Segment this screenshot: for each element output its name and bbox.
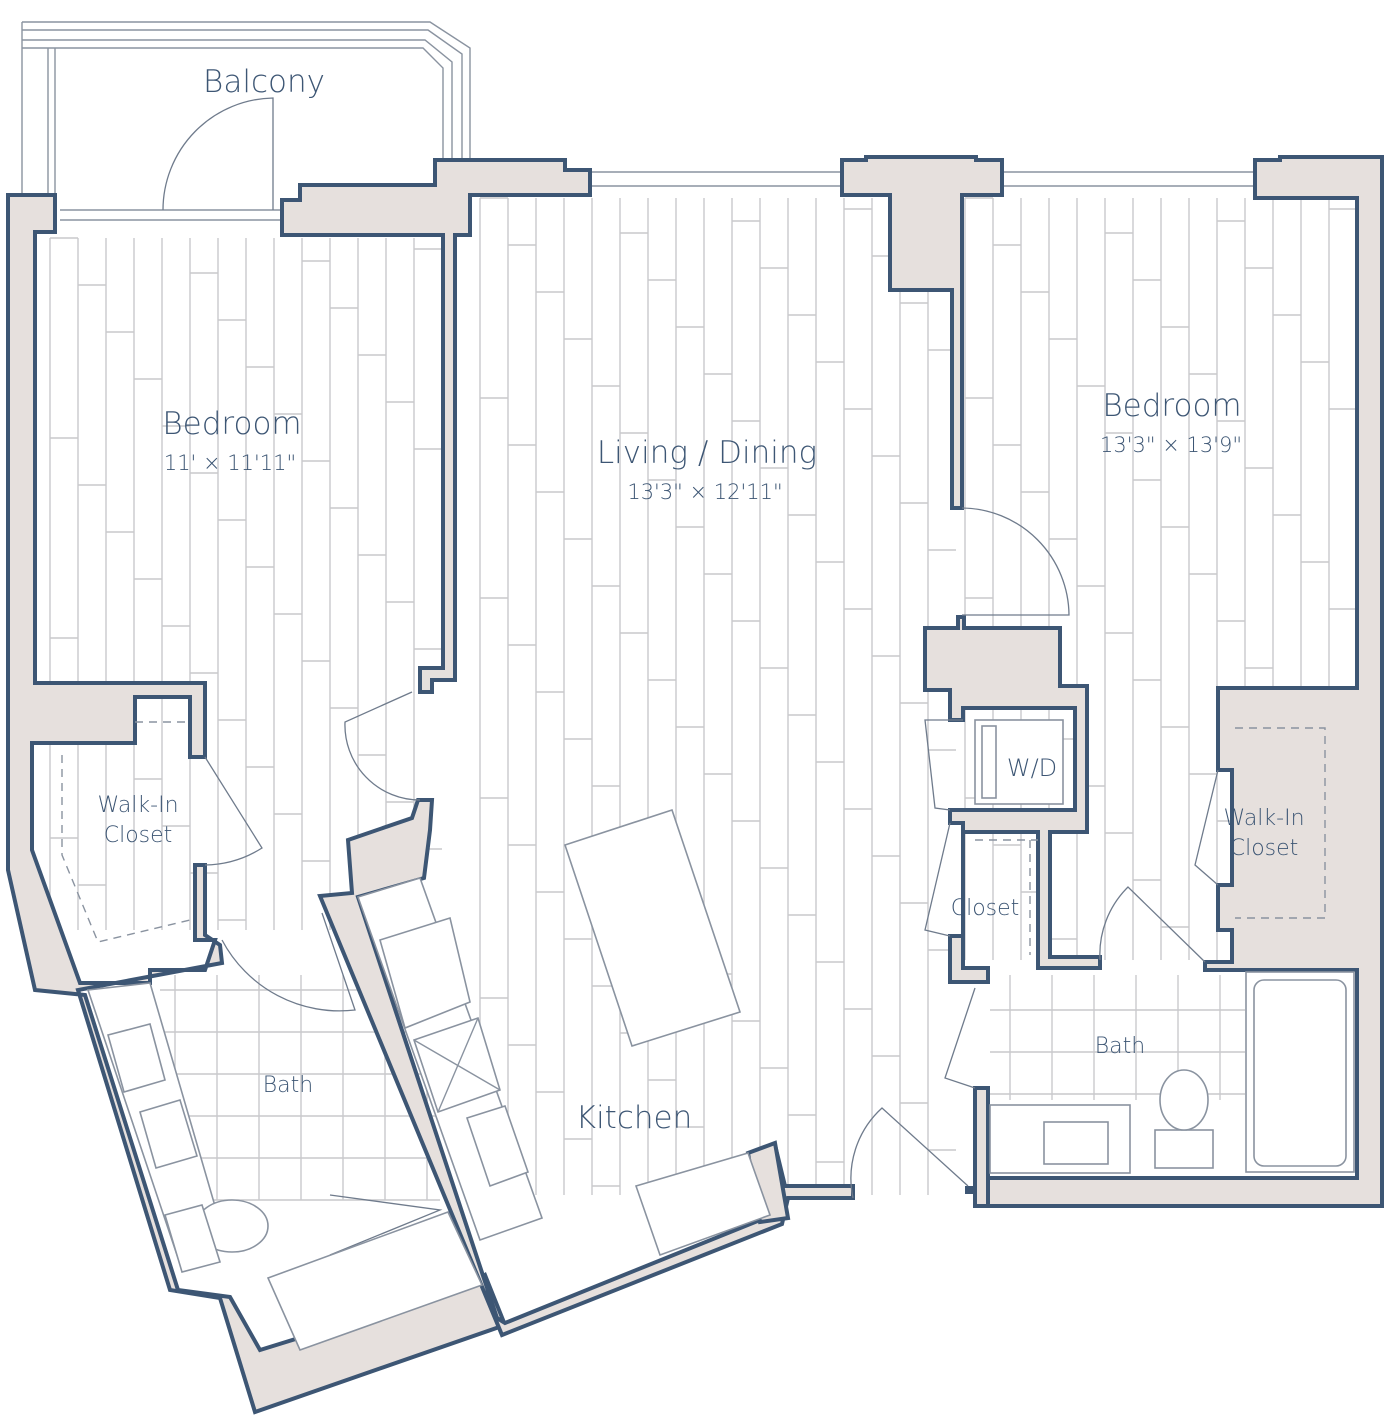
walkin-right-label-1: Walk-In (1223, 806, 1304, 831)
closet-label: Closet (951, 896, 1020, 921)
balcony-label: Balcony (203, 64, 325, 100)
walkin-left-label-2: Closet (104, 823, 173, 848)
kitchen-label: Kitchen (576, 1100, 693, 1136)
bath-right-fixtures (989, 971, 1355, 1174)
bath-right-label: Bath (1095, 1034, 1145, 1059)
bedroom-right-dims: 13'3" × 13'9" (1100, 433, 1242, 457)
bedroom-left-dims: 11' × 11'11" (164, 451, 296, 475)
living-dining-label: Living / Dining (597, 435, 817, 471)
washer-dryer (974, 719, 1064, 805)
bath-left-fixtures (86, 982, 484, 1352)
bath-left-label: Bath (263, 1073, 313, 1098)
living-dining-dims: 13'3" × 12'11" (627, 480, 782, 504)
walkin-left-label-1: Walk-In (97, 793, 178, 818)
windows (590, 171, 1255, 187)
floor-boards (49, 197, 1357, 1195)
washer-dryer-label: W/D (1007, 754, 1057, 782)
doors (162, 97, 1219, 1256)
balcony (21, 21, 471, 221)
closet-shelves (61, 721, 1326, 955)
walkin-right-label-2: Closet (1230, 836, 1299, 861)
bedroom-left-label: Bedroom (162, 406, 301, 442)
room-labels: Balcony Bedroom 11' × 11'11" Living / Di… (97, 64, 1304, 1136)
bedroom-right-label: Bedroom (1102, 388, 1241, 424)
kitchen-fixtures (356, 808, 772, 1257)
